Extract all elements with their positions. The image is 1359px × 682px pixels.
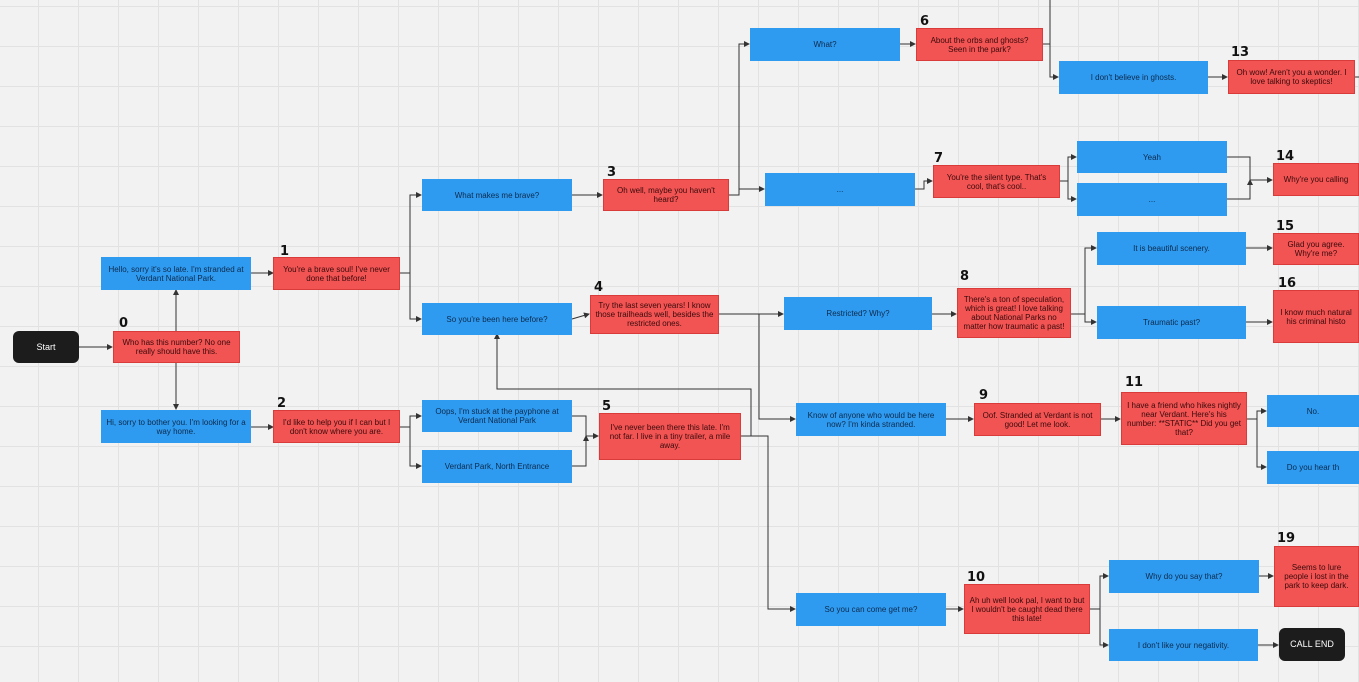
edge-yeah-n14 xyxy=(1227,156,1273,183)
caller-reply-15[interactable]: Glad you agree. Why're me? xyxy=(1273,233,1359,265)
step-number-10: 10 xyxy=(967,570,986,585)
step-number-13: 13 xyxy=(1231,45,1250,60)
choice-dont-believe-ghosts[interactable]: I don't believe in ghosts. xyxy=(1059,61,1208,94)
edge-n4-know xyxy=(719,313,796,422)
caller-reply-3[interactable]: Oh well, maybe you haven't heard? xyxy=(603,179,729,211)
step-number-11: 11 xyxy=(1125,375,1144,390)
step-number-4: 4 xyxy=(594,280,604,295)
step-number-8: 8 xyxy=(960,269,970,284)
caller-reply-6[interactable]: About the orbs and ghosts? Seen in the p… xyxy=(916,28,1043,61)
start-node[interactable]: Start xyxy=(13,331,79,363)
edge-n5-come xyxy=(741,435,796,612)
choice-traumatic-past[interactable]: Traumatic past? xyxy=(1097,306,1246,339)
choice-stuck-payphone[interactable]: Oops, I'm stuck at the payphone at Verda… xyxy=(422,400,572,432)
edge-n1-been xyxy=(400,272,422,322)
edge-n6-ghosts xyxy=(1043,43,1059,80)
edge-n10-neg xyxy=(1090,608,1109,648)
caller-reply-0[interactable]: Who has this number? No one really shoul… xyxy=(113,331,240,363)
caller-reply-11[interactable]: I have a friend who hikes nightly near V… xyxy=(1121,392,1247,445)
edge-n7-yeah xyxy=(1060,154,1077,182)
choice-been-here-before[interactable]: So you're been here before? xyxy=(422,303,572,335)
step-number-19: 19 xyxy=(1277,531,1296,546)
choice-hi-looking-home[interactable]: Hi, sorry to bother you. I'm looking for… xyxy=(101,410,251,443)
edge-n2-oops xyxy=(400,413,422,428)
edge-n3-what xyxy=(729,41,750,196)
edge-n7-dots2 xyxy=(1060,180,1077,202)
step-number-9: 9 xyxy=(979,388,989,403)
edge-oops-n5 xyxy=(572,415,599,439)
edge-n11-no xyxy=(1247,408,1267,420)
caller-reply-2[interactable]: I'd like to help you if I can but I don'… xyxy=(273,410,400,443)
edge-n2-north xyxy=(400,426,422,469)
edge-n3-dots1 xyxy=(729,186,765,196)
choice-what[interactable]: What? xyxy=(750,28,900,61)
step-number-14: 14 xyxy=(1276,149,1295,164)
edge-north-n5 xyxy=(572,435,589,467)
choice-do-you-hear[interactable]: Do you hear th xyxy=(1267,451,1359,484)
caller-reply-8[interactable]: There's a ton of speculation, which is g… xyxy=(957,288,1071,338)
caller-reply-1[interactable]: You're a brave soul! I've never done tha… xyxy=(273,257,400,290)
step-number-1: 1 xyxy=(280,244,290,259)
edge-n8-trauma xyxy=(1071,313,1097,325)
edge-n11-hear xyxy=(1247,418,1267,470)
step-number-0: 0 xyxy=(119,316,129,331)
edge-dots1-n7 xyxy=(915,178,933,190)
choice-hello-stranded[interactable]: Hello, sorry it's so late. I'm stranded … xyxy=(101,257,251,290)
edge-n1-brave xyxy=(400,192,422,274)
choice-north-entrance[interactable]: Verdant Park, North Entrance xyxy=(422,450,572,483)
edge-n10-why xyxy=(1090,573,1109,610)
caller-reply-13[interactable]: Oh wow! Aren't you a wonder. I love talk… xyxy=(1228,60,1355,94)
call-end-node[interactable]: CALL END xyxy=(1279,628,1345,661)
step-number-7: 7 xyxy=(934,151,944,166)
caller-reply-9[interactable]: Oof. Stranded at Verdant is not good! Le… xyxy=(974,403,1101,436)
step-number-3: 3 xyxy=(607,165,617,180)
choice-dont-like-negativity[interactable]: I don't like your negativity. xyxy=(1109,629,1258,661)
step-number-15: 15 xyxy=(1276,219,1295,234)
step-number-5: 5 xyxy=(602,399,612,414)
caller-reply-4[interactable]: Try the last seven years! I know those t… xyxy=(590,295,719,334)
step-number-6: 6 xyxy=(920,14,930,29)
caller-reply-19[interactable]: Seems to lure people i lost in the park … xyxy=(1274,546,1359,607)
step-number-2: 2 xyxy=(277,396,287,411)
edge-been-n4 xyxy=(571,312,590,320)
choice-silent-dots-2[interactable]: ... xyxy=(1077,183,1227,216)
choice-silent-dots[interactable]: ... xyxy=(765,173,915,206)
caller-reply-14[interactable]: Why're you calling xyxy=(1273,163,1359,196)
choice-restricted-why[interactable]: Restricted? Why? xyxy=(784,297,932,330)
choice-why-say-that[interactable]: Why do you say that? xyxy=(1109,560,1259,593)
choice-yeah[interactable]: Yeah xyxy=(1077,141,1227,173)
step-number-16: 16 xyxy=(1278,276,1297,291)
edge-n8-scenery xyxy=(1071,245,1097,315)
caller-reply-16[interactable]: I know much natural his criminal histo xyxy=(1273,290,1359,343)
edge-n6-up xyxy=(1043,0,1051,45)
choice-know-anyone[interactable]: Know of anyone who would be here now? I'… xyxy=(796,403,946,436)
choice-beautiful-scenery[interactable]: It is beautiful scenery. xyxy=(1097,232,1246,265)
choice-come-get-me[interactable]: So you can come get me? xyxy=(796,593,946,626)
choice-no[interactable]: No. xyxy=(1267,395,1359,427)
caller-reply-5[interactable]: I've never been there this late. I'm not… xyxy=(599,413,741,460)
choice-what-makes-brave[interactable]: What makes me brave? xyxy=(422,179,572,211)
caller-reply-7[interactable]: You're the silent type. That's cool, tha… xyxy=(933,165,1060,198)
edge-dots2-n14 xyxy=(1227,179,1253,200)
caller-reply-10[interactable]: Ah uh well look pal, I want to but I wou… xyxy=(964,584,1090,634)
